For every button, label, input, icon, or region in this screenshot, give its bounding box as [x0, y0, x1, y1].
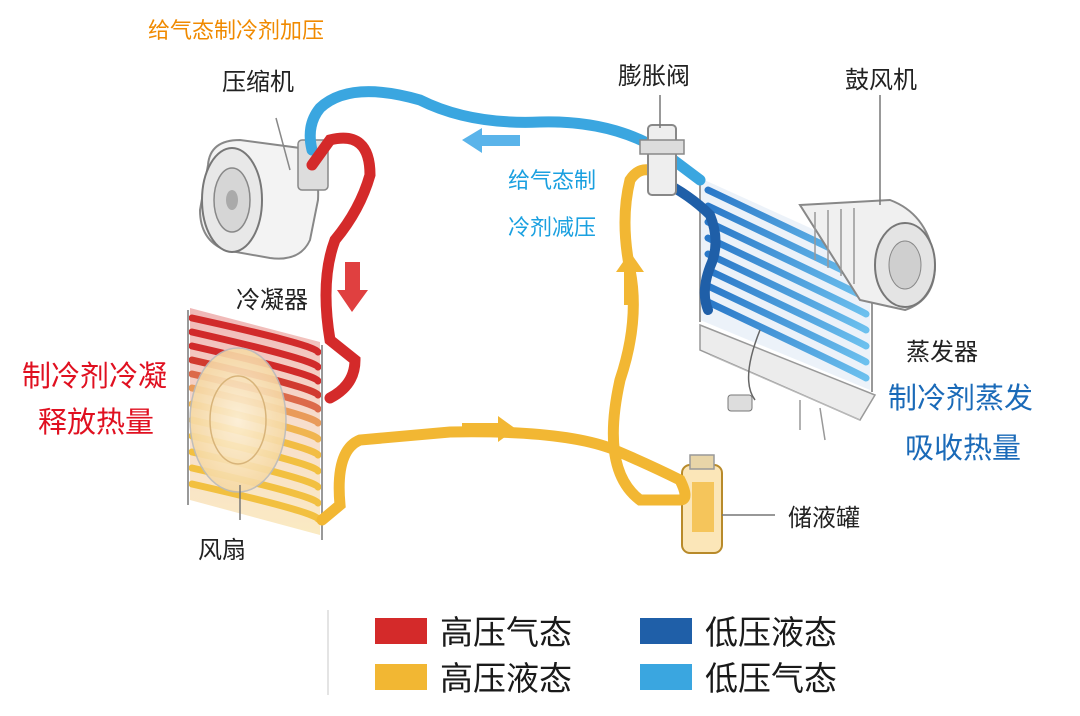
expansion-valve-icon [639, 95, 685, 196]
pipe-high-pressure-liquid [316, 164, 691, 526]
legend: 高压气态 高压液态 低压液态 低压气态 [327, 610, 837, 698]
label-compressor: 压缩机 [222, 68, 294, 96]
legend-swatch-high-pressure-gas [375, 618, 427, 644]
legend-label-high-pressure-liquid: 高压液态 [440, 659, 572, 698]
legend-label-low-pressure-gas: 低压气态 [705, 659, 837, 698]
legend-label-low-pressure-liquid: 低压液态 [705, 613, 837, 652]
flow-arrow-left-icon [462, 128, 520, 153]
note-decompress-line2: 冷剂减压 [508, 216, 596, 241]
legend-swatch-low-pressure-gas [640, 664, 692, 690]
label-blower: 鼓风机 [845, 66, 917, 94]
receiver-drier-icon [681, 454, 775, 554]
note-condense-line1: 制冷剂冷凝 [22, 359, 167, 393]
label-condenser: 冷凝器 [236, 286, 308, 314]
sensor-icon [727, 394, 753, 412]
condenser-fan-icon [189, 347, 287, 493]
label-expansion-valve: 膨胀阀 [618, 62, 690, 90]
label-evaporator: 蒸发器 [906, 338, 978, 366]
note-evaporate-line1: 制冷剂蒸发 [888, 381, 1033, 415]
pipe-low-pressure-gas [304, 86, 706, 186]
note-condense-line2: 释放热量 [38, 405, 154, 439]
legend-swatch-low-pressure-liquid [640, 618, 692, 644]
evaporator-unit [699, 178, 877, 441]
blower-icon [798, 95, 937, 312]
label-receiver: 储液罐 [788, 504, 860, 532]
legend-label-high-pressure-gas: 高压气态 [440, 613, 572, 652]
pipe-high-pressure-gas [306, 132, 376, 404]
flow-arrow-right-icon [462, 416, 516, 442]
label-fan: 风扇 [198, 536, 246, 564]
flow-arrow-down-icon [337, 262, 368, 312]
pipe-low-pressure-liquid [655, 175, 721, 315]
flow-arrow-up-icon [616, 252, 644, 305]
note-compress: 给气态制冷剂加压 [148, 19, 324, 44]
note-evaporate-line2: 吸收热量 [905, 431, 1021, 465]
note-decompress-line1: 给气态制 [508, 169, 596, 194]
legend-swatch-high-pressure-liquid [375, 664, 427, 690]
condenser-unit [187, 308, 323, 540]
